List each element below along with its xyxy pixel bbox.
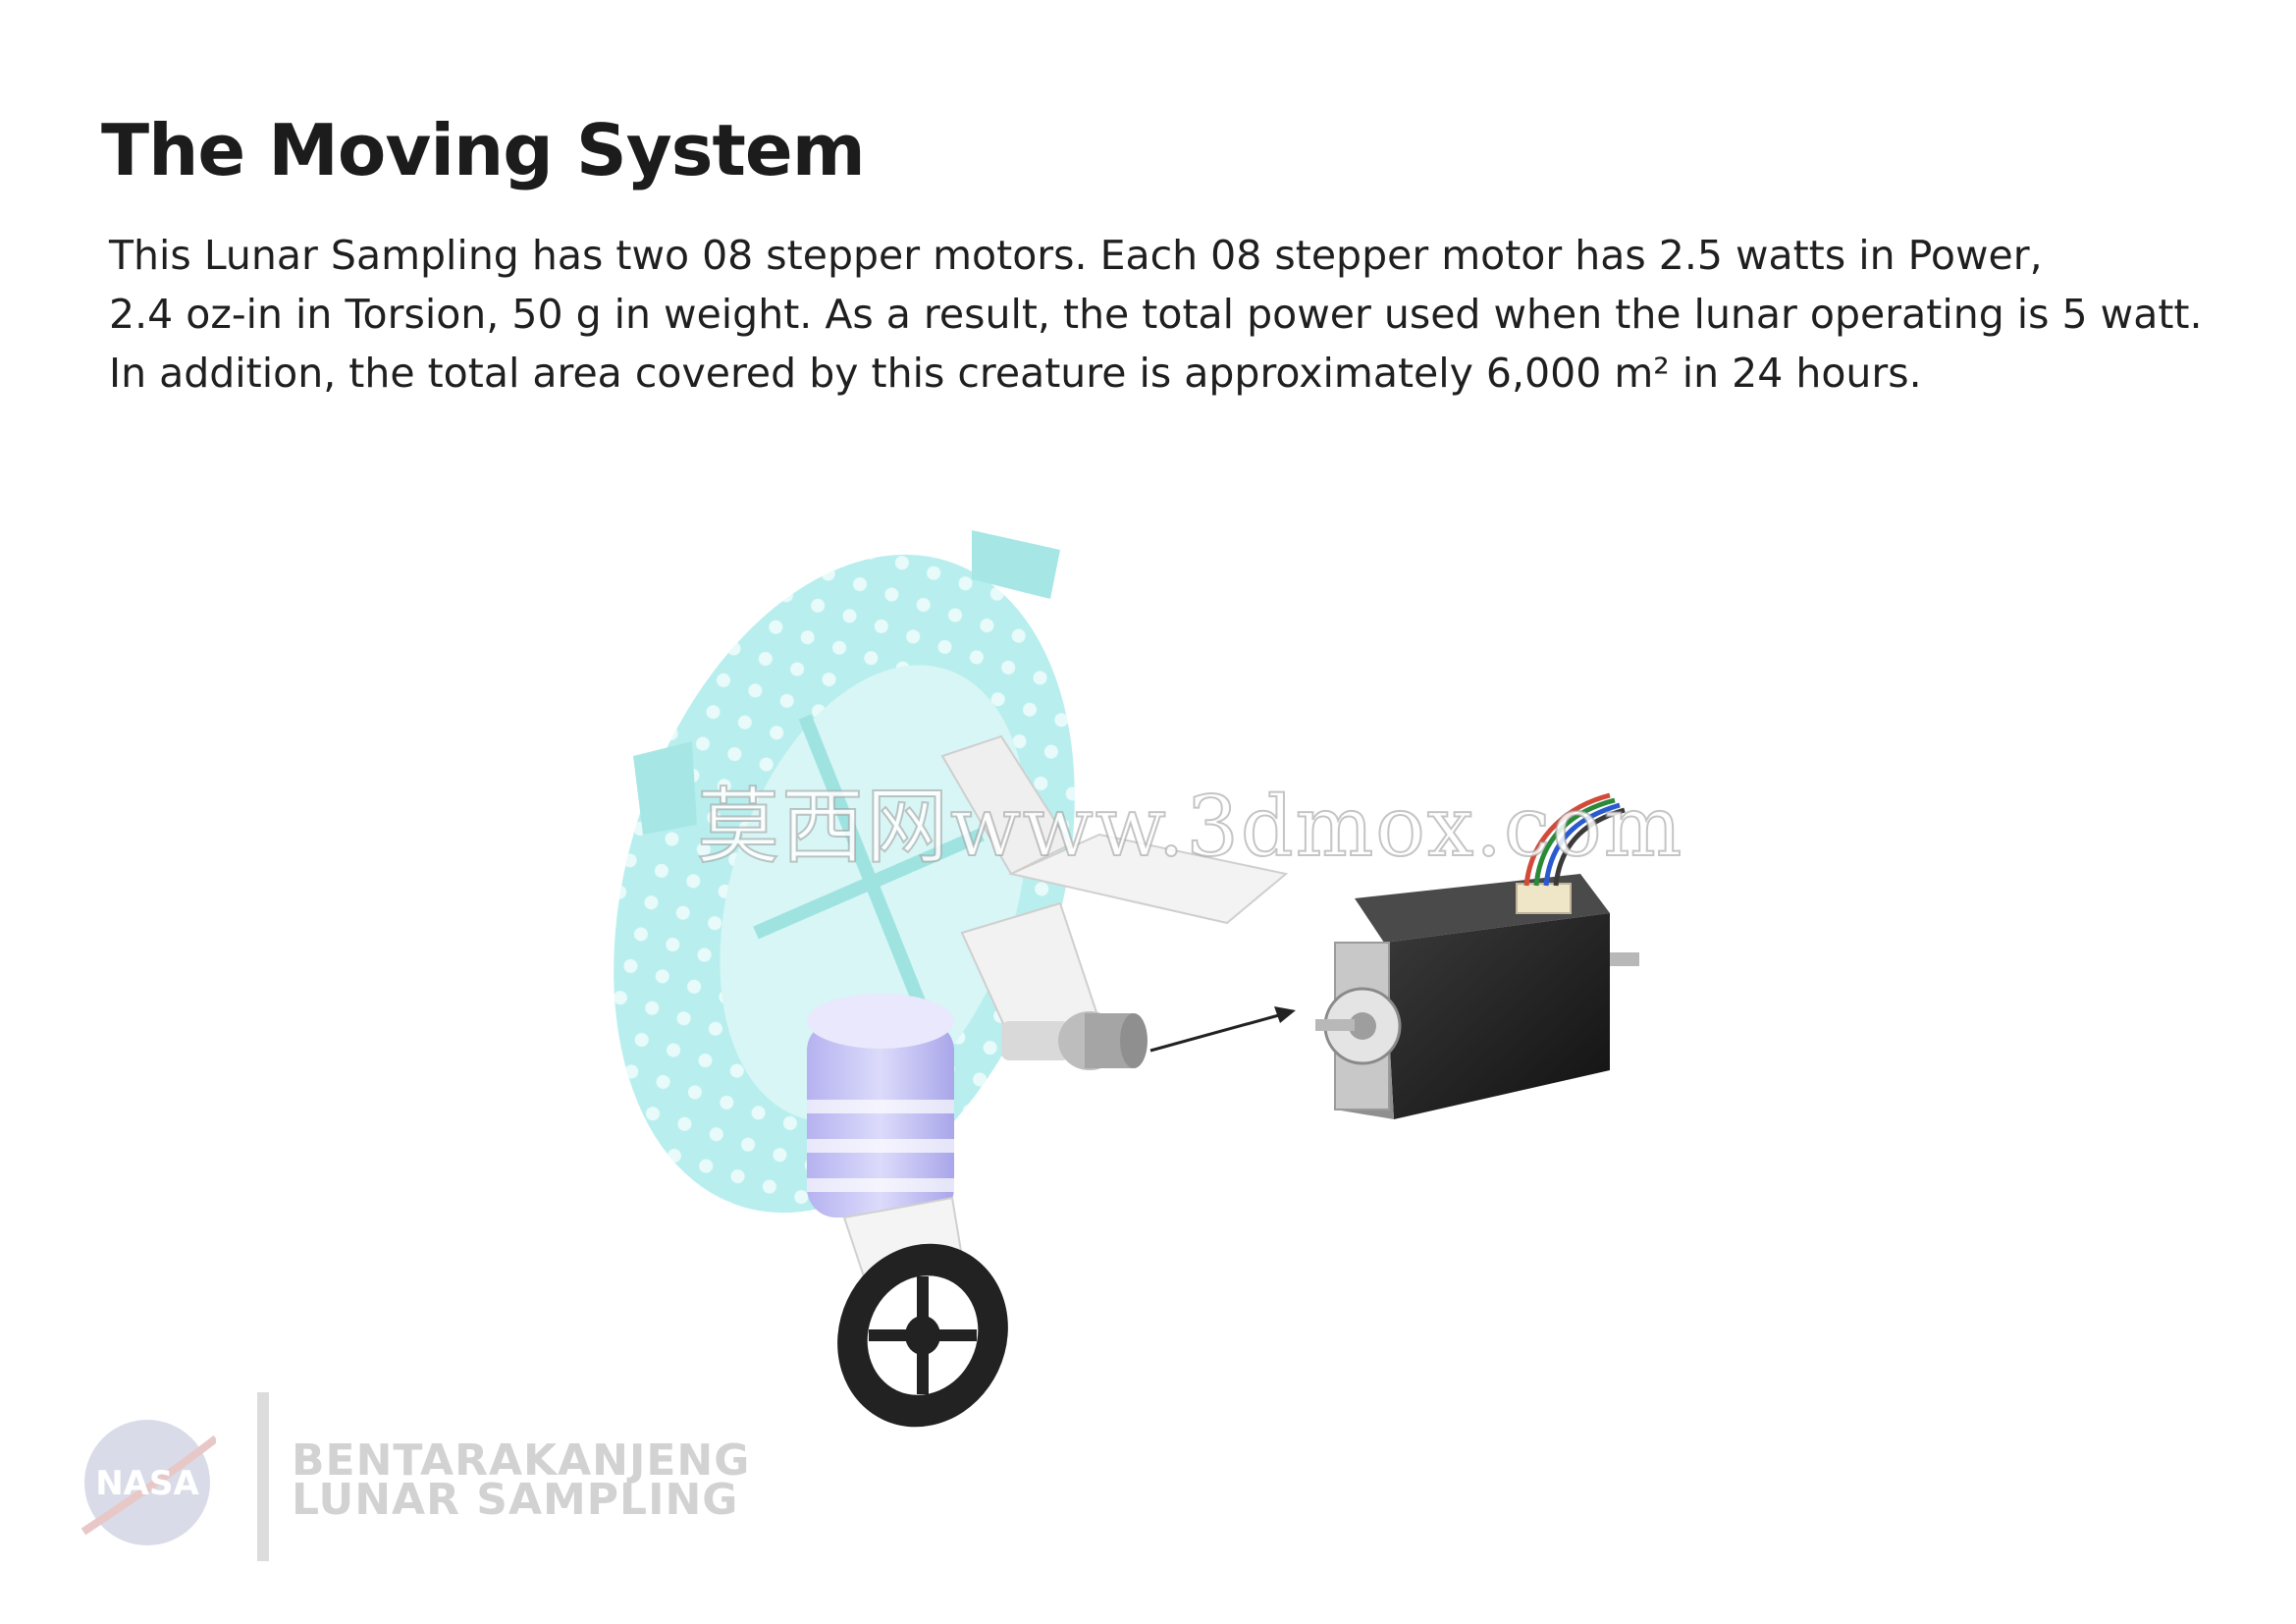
small-wheel: [837, 1243, 1008, 1428]
logo-divider: [257, 1392, 269, 1561]
moving-system-illustration: [614, 530, 1639, 1428]
nasa-emblem-icon: NASA: [80, 1420, 216, 1545]
pointer-arrow: [1149, 1006, 1296, 1053]
brand-line-2: LUNAR SAMPLING: [292, 1475, 739, 1525]
description-paragraph: This Lunar Sampling has two 08 stepper m…: [109, 226, 2269, 403]
watermark-text: 莫西网www.3dmox.com: [696, 778, 1684, 876]
emblem-label: NASA: [95, 1464, 199, 1503]
brand-name: BENTARAKANJENG LUNAR SAMPLING: [292, 1435, 751, 1525]
description-line-3: In addition, the total area covered by t…: [109, 350, 1922, 397]
perforated-wheel: [614, 530, 1075, 1214]
brand-line-1: BENTARAKANJENG: [292, 1435, 751, 1486]
description-line-2: 2.4 oz-in in Torsion, 50 g in weight. As…: [109, 291, 2203, 338]
filter-cylinder: [807, 994, 954, 1218]
page-title: The Moving System: [101, 109, 866, 191]
frame-arms: [940, 734, 1289, 1060]
assembly-motor: [1058, 1011, 1148, 1070]
description-line-1: This Lunar Sampling has two 08 stepper m…: [109, 232, 2043, 279]
stepper-motor: [1315, 792, 1639, 1119]
